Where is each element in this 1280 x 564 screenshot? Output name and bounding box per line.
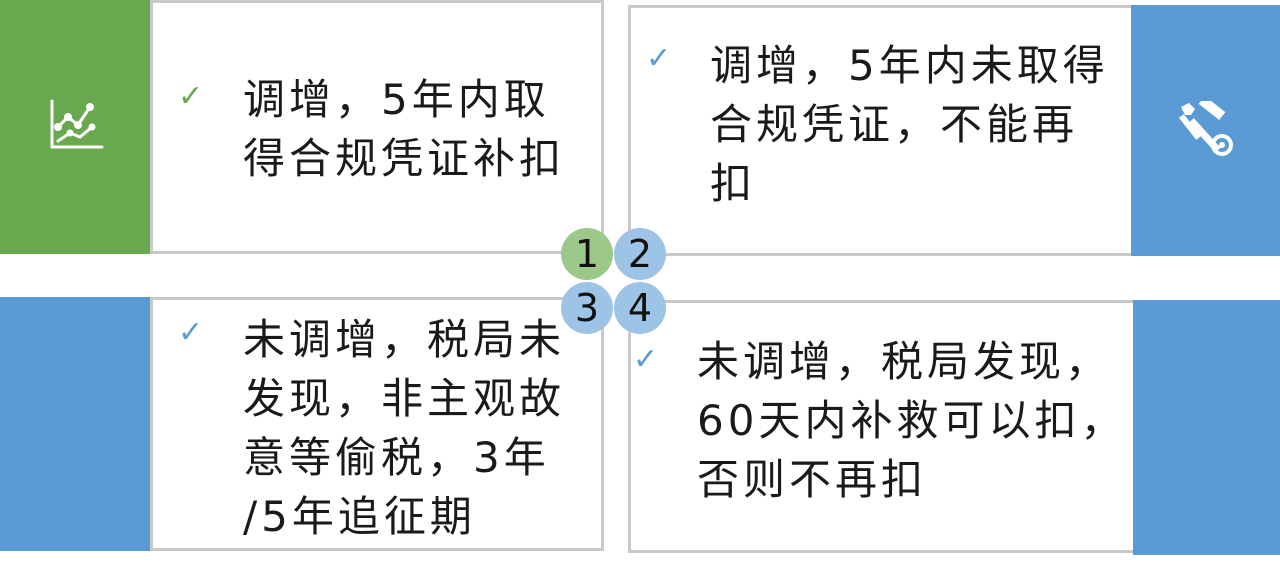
q3-panel — [150, 297, 604, 551]
q4-text: 未调增，税局发现， 60天内补救可以扣， 否则不再扣 — [697, 337, 1127, 504]
q3-text: 未调增，税局未 发现，非主观故 意等偷税，3年 /5年追征期 — [243, 315, 566, 541]
tools-icon — [1177, 95, 1235, 161]
q4-color-tab — [1133, 300, 1280, 555]
q2-text: 调增，5年内未取得 合规凭证，不能再 扣 — [710, 41, 1109, 208]
number-badge-4: 4 — [614, 282, 666, 334]
q4-panel — [628, 300, 1138, 553]
number-badge-1: 1 — [561, 228, 613, 280]
q1-check-icon: ✓ — [178, 79, 204, 114]
q2-panel — [628, 5, 1136, 256]
q4-check-icon: ✓ — [633, 342, 659, 377]
number-badge-2: 2 — [614, 228, 666, 280]
q3-check-icon: ✓ — [178, 315, 204, 350]
chart-icon — [46, 97, 106, 157]
number-badge-3: 3 — [561, 282, 613, 334]
q1-panel — [150, 0, 604, 254]
q3-color-tab — [0, 297, 152, 551]
q2-color-tab — [1131, 5, 1280, 256]
q2-check-icon: ✓ — [646, 41, 672, 76]
q1-color-tab — [0, 0, 152, 254]
q1-text: 调增，5年内取 得合规凭证补扣 — [243, 75, 566, 183]
